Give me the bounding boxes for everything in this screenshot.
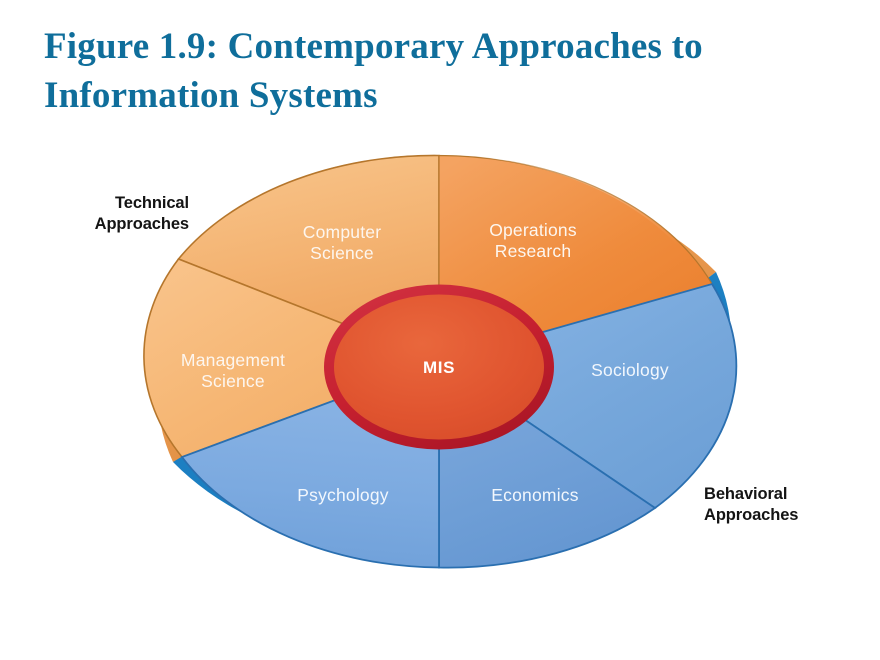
rim-sheen	[329, 151, 702, 271]
callout-technical-line1: Technical	[115, 194, 189, 212]
label-sociology: Sociology	[591, 360, 669, 380]
label-operations-research-line1: Operations	[489, 220, 577, 240]
label-management-science-line2: Science	[201, 371, 265, 391]
page-title: Figure 1.9: Contemporary Approaches to I…	[44, 26, 703, 117]
center-node-mis[interactable]: MIS	[324, 284, 554, 450]
callout-behavioral-line2: Approaches	[704, 506, 798, 524]
label-computer-science-line2: Science	[310, 243, 374, 263]
mis-fill	[334, 294, 544, 440]
label-operations-research-line2: Research	[495, 241, 572, 261]
callout-behavioral-approaches: Behavioral Approaches	[704, 485, 798, 524]
label-economics: Economics	[491, 485, 578, 505]
segment-sociology[interactable]	[436, 282, 738, 510]
callout-behavioral-line1: Behavioral	[704, 485, 787, 503]
callout-technical-line2: Approaches	[95, 215, 189, 233]
label-computer-science-line1: Computer	[303, 222, 381, 242]
segment-labels: Computer Science Operations Research Man…	[181, 220, 669, 505]
label-management-science-line1: Management	[181, 350, 285, 370]
callout-technical-approaches: Technical Approaches	[95, 194, 189, 233]
mis-label: MIS	[423, 358, 455, 377]
label-psychology: Psychology	[297, 485, 389, 505]
segment-management-science[interactable]	[143, 258, 442, 458]
